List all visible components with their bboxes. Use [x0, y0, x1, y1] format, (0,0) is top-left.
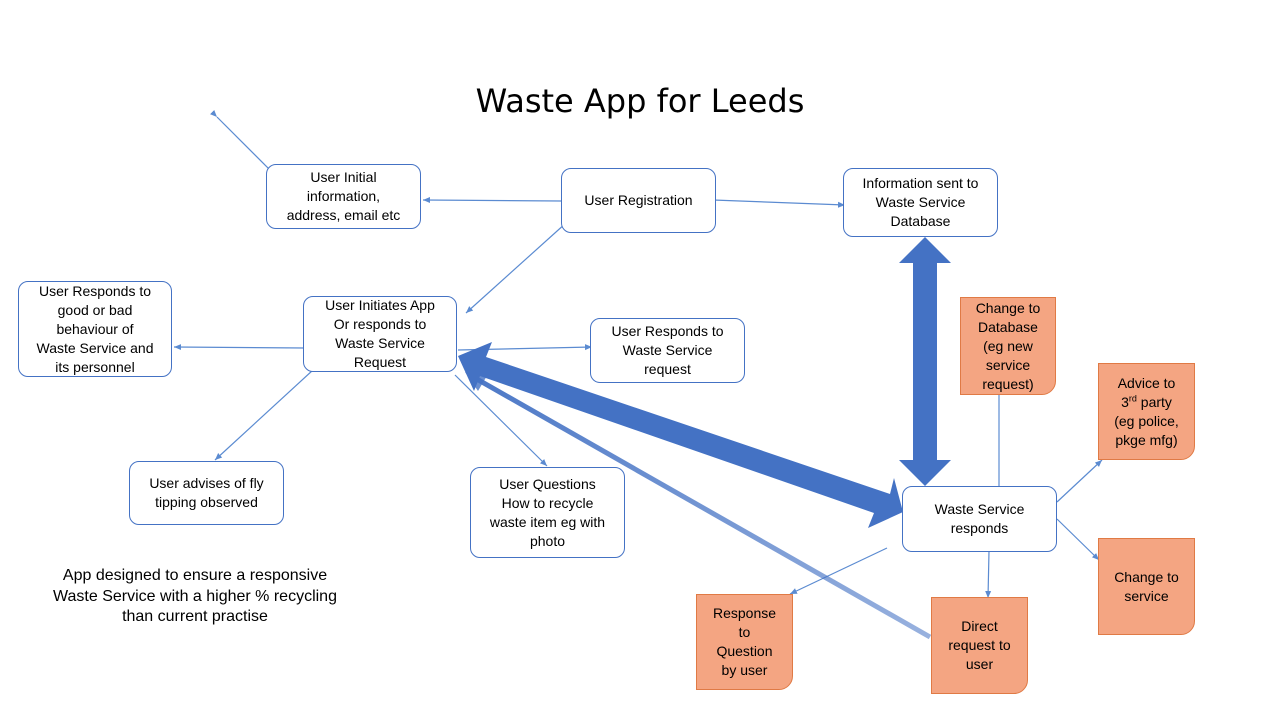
waste-service-responds-box: Waste Service responds	[902, 486, 1057, 552]
waste-service-responds-label: Waste Service responds	[934, 501, 1025, 536]
user-questions-label: User Questions How to recycle waste item…	[489, 475, 606, 549]
big-arrow-initiates-responds	[458, 342, 903, 528]
change-database-label: Change to Database (eg new service reque…	[975, 299, 1041, 392]
change-database-box: Change to Database (eg new service reque…	[960, 297, 1056, 395]
user-responds-behaviour-label: User Responds to good or bad behaviour o…	[36, 282, 154, 375]
page-title: Waste App for Leeds	[475, 82, 805, 120]
arrow-responds-to-direct	[985, 550, 992, 599]
direct-request-label: Direct request to user	[948, 618, 1011, 672]
advice-third-party-label: Advice to 3rd party (eg police, pkge mfg…	[1114, 374, 1179, 450]
user-responds-request-box: User Responds to Waste Service request	[590, 318, 745, 383]
response-question-box: Response to Question by user	[696, 594, 793, 690]
arrow-initiates-to-flytipping	[214, 369, 314, 461]
arrow-initiates-to-questions	[454, 374, 548, 467]
user-responds-request-label: User Responds to Waste Service request	[611, 323, 724, 377]
info-sent-database-box: Information sent to Waste Service Databa…	[843, 168, 998, 237]
advice-third-party-box: Advice to 3rd party (eg police, pkge mfg…	[1098, 363, 1195, 460]
arrow-responds-to-change-service	[1056, 518, 1100, 561]
fly-tipping-box: User advises of fly tipping observed	[129, 461, 284, 525]
user-initiates-app-box: User Initiates App Or responds to Waste …	[303, 296, 457, 372]
advice-sup: rd	[1128, 392, 1137, 403]
big-arrow-database-responds	[899, 237, 951, 486]
arrow-direct-to-initiates	[473, 375, 932, 640]
user-registration-box: User Registration	[561, 168, 716, 233]
user-initial-info-label: User Initial information, address, email…	[286, 169, 401, 223]
arrow-responds-to-advice	[1056, 459, 1103, 503]
user-initial-info-box: User Initial information, address, email…	[266, 164, 421, 229]
arrow-initiates-to-behaviour	[173, 344, 306, 351]
arrow-registration-to-database	[712, 199, 846, 208]
user-questions-box: User Questions How to recycle waste item…	[470, 467, 625, 558]
footnote-text: App designed to ensure a responsive Wast…	[53, 567, 337, 625]
user-responds-behaviour-box: User Responds to good or bad behaviour o…	[18, 281, 172, 377]
user-registration-label: User Registration	[584, 192, 693, 208]
arrow-registration-to-initial	[422, 197, 562, 204]
response-question-label: Response to Question by user	[712, 605, 777, 678]
advice-rest: party (eg police, pkge mfg)	[1114, 393, 1179, 448]
arrow-responds-to-response	[789, 547, 888, 595]
user-initiates-app-label: User Initiates App Or responds to Waste …	[325, 297, 435, 370]
change-service-box: Change to service	[1098, 538, 1195, 635]
advice-line1: Advice to	[1117, 374, 1176, 391]
direct-request-box: Direct request to user	[931, 597, 1028, 694]
change-service-label: Change to service	[1114, 568, 1179, 604]
arrow-registration-to-initiates	[465, 222, 567, 314]
advice-num: 3	[1121, 393, 1129, 410]
info-sent-database-label: Information sent to Waste Service Databa…	[862, 175, 979, 229]
fly-tipping-label: User advises of fly tipping observed	[149, 475, 264, 510]
